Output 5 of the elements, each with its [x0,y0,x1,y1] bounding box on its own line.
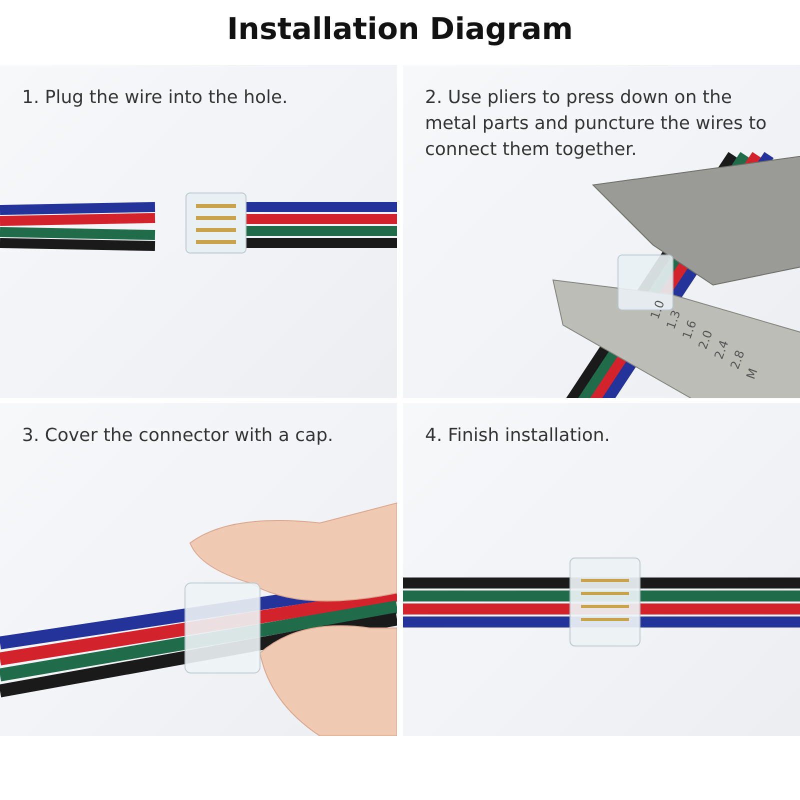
title: Installation Diagram [226,12,574,47]
step-instruction: 3. Cover the connector with a cap. [22,424,334,448]
step-instruction: 2. Use pliers to press down on the metal parts and puncture the wires to connect them together. [425,86,768,162]
step-instruction: 1. Plug the wire into the hole. [22,86,289,110]
step-instruction: 4. Finish installation. [425,424,611,448]
